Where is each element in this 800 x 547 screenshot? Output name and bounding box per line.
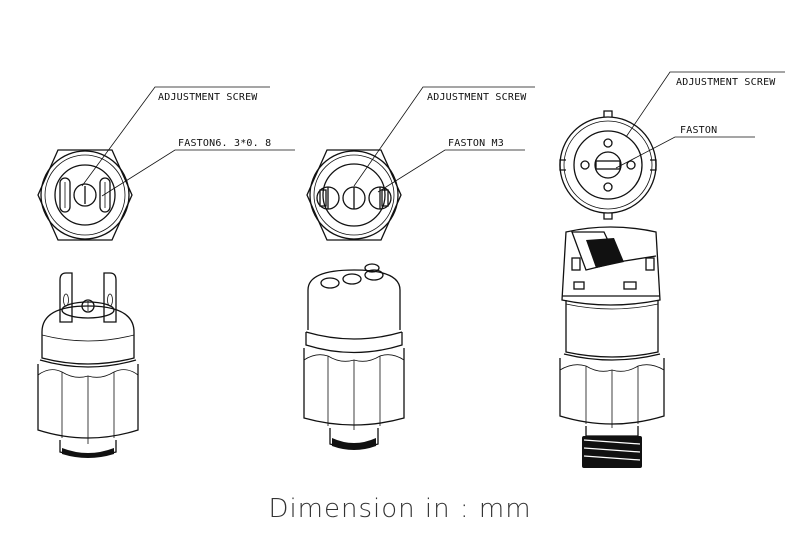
left-top-view <box>37 149 133 241</box>
middle-adjustment-screw-label: ADJUSTMENT SCREW <box>427 92 527 103</box>
left-adjustment-screw-label: ADJUSTMENT SCREW <box>158 92 258 103</box>
right-switch: ADJUSTMENT SCREW FASTON <box>559 71 785 468</box>
right-top-view <box>559 110 657 220</box>
middle-switch: ADJUSTMENT SCREW FASTON M3 <box>303 86 535 450</box>
middle-top-view <box>306 149 402 241</box>
right-terminal-label: FASTON <box>680 125 717 136</box>
left-terminal-label: FASTON6. 3*0. 8 <box>178 138 271 149</box>
left-switch: ADJUSTMENT SCREW FASTON6. 3*0. 8 <box>37 86 295 458</box>
middle-terminal-label: FASTON M3 <box>448 138 504 149</box>
middle-side-view <box>303 263 405 450</box>
dimension-caption: Dimension in : mm <box>268 494 532 524</box>
left-side-view <box>37 272 139 458</box>
right-adjustment-screw-label: ADJUSTMENT SCREW <box>676 77 776 88</box>
right-side-view <box>559 226 665 468</box>
